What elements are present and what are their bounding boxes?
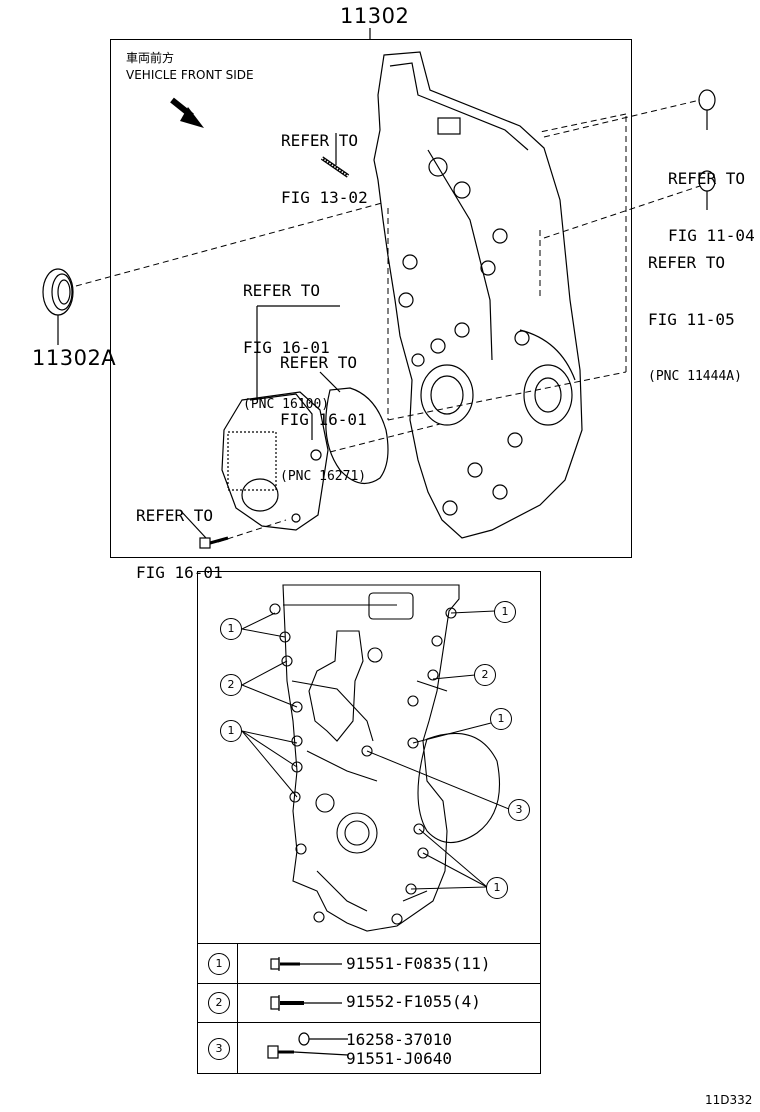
marker-2[interactable]: 2 bbox=[474, 664, 496, 686]
marker-1[interactable]: 1 bbox=[220, 720, 242, 742]
bolt-with-washer-icon bbox=[267, 1032, 348, 1059]
leader-fig-16-01-gasket bbox=[319, 371, 341, 393]
callout-line: FIG 16-01 bbox=[136, 563, 223, 582]
callout-line: FIG 13-02 bbox=[281, 188, 368, 207]
figure-code: 11D332 bbox=[705, 1093, 753, 1107]
o-ring-icon bbox=[698, 89, 716, 111]
callout-line: REFER TO bbox=[136, 506, 214, 525]
callout-line: REFER TO bbox=[668, 169, 746, 188]
flange-bolt-icon bbox=[270, 957, 342, 971]
callout-line: FIG 11-04 bbox=[668, 226, 755, 245]
bolt-holes bbox=[269, 603, 457, 925]
bolt-icon bbox=[199, 536, 229, 549]
flange-bolt-icon bbox=[270, 995, 342, 1011]
water-pump-gasket bbox=[325, 387, 389, 485]
bolt-location-drawing bbox=[241, 584, 510, 932]
legend-column-divider bbox=[237, 943, 239, 1074]
exploded-view-frame bbox=[110, 39, 632, 558]
vehicle-front-jp: 車両前方 bbox=[126, 51, 175, 65]
marker-1[interactable]: 1 bbox=[220, 618, 242, 640]
o-ring-icon bbox=[698, 170, 716, 192]
marker-1[interactable]: 1 bbox=[486, 877, 508, 899]
legend-marker: 2 bbox=[208, 992, 230, 1014]
callout-line: REFER TO bbox=[243, 281, 321, 300]
callout-fig-16-01-gasket[interactable]: REFER TO FIG 16-01 (PNC 16271) bbox=[280, 315, 367, 505]
marker-3[interactable]: 3 bbox=[508, 799, 530, 821]
front-direction-arrow-icon bbox=[170, 97, 204, 128]
water-pump bbox=[221, 391, 329, 531]
callout-line: REFER TO bbox=[648, 253, 726, 272]
timing-chain-cover bbox=[373, 51, 583, 539]
marker-1[interactable]: 1 bbox=[490, 708, 512, 730]
callout-pnc: (PNC 16271) bbox=[280, 469, 367, 484]
callout-fig-16-01-bolt[interactable]: REFER TO FIG 16-01 bbox=[136, 468, 223, 601]
stud-icon bbox=[320, 156, 350, 178]
legend-divider bbox=[197, 983, 541, 984]
legend-divider bbox=[197, 1022, 541, 1023]
seal-part-number[interactable]: 11302A bbox=[32, 346, 117, 370]
callout-line: FIG 11-05 bbox=[648, 310, 735, 329]
callout-fig-11-04[interactable]: REFER TO FIG 11-04 bbox=[668, 131, 755, 264]
oil-seal-icon bbox=[42, 268, 74, 316]
marker-2[interactable]: 2 bbox=[220, 674, 242, 696]
legend-marker: 1 bbox=[208, 953, 230, 975]
callout-pnc: (PNC 11444A) bbox=[648, 369, 742, 384]
exploded-view-drawing bbox=[42, 28, 716, 549]
callout-fig-11-05[interactable]: REFER TO FIG 11-05 (PNC 11444A) bbox=[648, 215, 742, 405]
legend-marker: 3 bbox=[208, 1038, 230, 1060]
main-part-number[interactable]: 11302 bbox=[340, 4, 410, 28]
part-number: 91551-J0640 bbox=[346, 1049, 452, 1068]
part-number: 91552-F1055(4) bbox=[346, 992, 481, 1011]
marker-1[interactable]: 1 bbox=[494, 601, 516, 623]
callout-line: REFER TO bbox=[281, 131, 359, 150]
part-number: 91551-F0835(11) bbox=[346, 954, 491, 973]
bolt-location-frame bbox=[197, 571, 541, 1074]
timing-cover-front-view bbox=[282, 584, 500, 932]
leader-fig-16-01-bolt bbox=[179, 509, 207, 539]
callout-line: FIG 16-01 bbox=[280, 410, 367, 429]
legend-divider bbox=[197, 943, 541, 944]
callout-fig-13-02[interactable]: REFER TO FIG 13-02 bbox=[281, 93, 368, 226]
callout-line: REFER TO bbox=[280, 353, 358, 372]
marker-leaders bbox=[241, 610, 510, 890]
vehicle-front-en: VEHICLE FRONT SIDE bbox=[126, 68, 254, 82]
part-number: 16258-37010 bbox=[346, 1030, 452, 1049]
